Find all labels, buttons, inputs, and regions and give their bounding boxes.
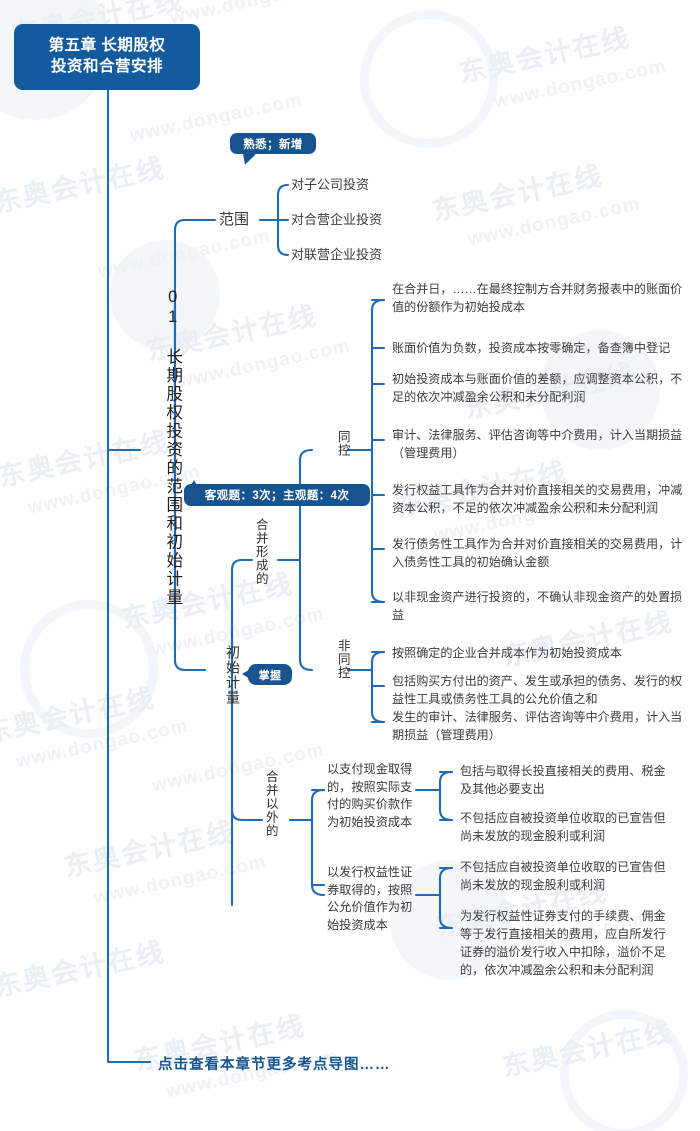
leaf-common-control-5[interactable]: 发行债务性工具作为合并对价直接相关的交易费用，计入债务性工具的初始确认金额 <box>392 537 683 569</box>
node-initial-measure[interactable]: 初始计量 <box>225 645 241 705</box>
group-non-merger[interactable]: 合并以外的 <box>263 770 278 838</box>
badge-exam-stats[interactable]: 客观题：3次；主观题：4次 <box>184 484 370 506</box>
leaf-common-control-3[interactable]: 审计、法律服务、评估咨询等中介费用，计入当期损益（管理费用） <box>392 428 683 460</box>
leaf-scope-2[interactable]: 对联营企业投资 <box>291 247 383 262</box>
badge-master[interactable]: 掌握 <box>248 664 292 685</box>
subgroup-equity-issued[interactable]: 以发行权益性证券取得的，按照公允价值作为初始投资成本 <box>327 865 413 933</box>
leaf-non-common-control-1[interactable]: 包括购买方付出的资产、发生或承担的债务、发行的权益性工具或债务性工具的公允价值之… <box>392 674 683 706</box>
subgroup-non-common-control[interactable]: 非同控 <box>335 639 350 680</box>
subgroup-cash-acquired[interactable]: 以支付现金取得的，按照实际支付的购买价款作为初始投资成本 <box>327 762 413 830</box>
leaf-common-control-0[interactable]: 在合并日，……在最终控制方合并财务报表中的账面价值的份额作为初始投成本 <box>392 282 683 314</box>
badge-exam-stats-tail <box>188 480 200 491</box>
chapter-title-text: 第五章 长期股权 投资和合营安排 <box>48 37 166 75</box>
leaf-scope-0[interactable]: 对子公司投资 <box>291 177 370 192</box>
group-merger-formed[interactable]: 合并形成的 <box>253 518 268 586</box>
chapter-title-node[interactable]: 第五章 长期股权 投资和合营安排 <box>14 24 200 90</box>
footer-link[interactable]: 点击查看本章节更多考点导图…… <box>158 1057 391 1073</box>
subgroup-common-control[interactable]: 同控 <box>335 430 350 457</box>
node-scope[interactable]: 范围 <box>219 211 250 228</box>
leaf-common-control-6[interactable]: 以非现金资产进行投资的，不确认非现金资产的处置损益 <box>392 590 683 622</box>
badge-scope[interactable]: 熟悉；新增 <box>230 133 316 154</box>
main-branch-label[interactable]: 01 长期股权投资的范围和初始计量 <box>163 288 182 607</box>
leaf-cash-acquired-1[interactable]: 不包括应自被投资单位收取的已宣告但尚未发放的现金股利或利润 <box>460 811 666 843</box>
leaf-cash-acquired-0[interactable]: 包括与取得长投直接相关的费用、税金及其他必要支出 <box>460 764 666 796</box>
badge-master-tail <box>242 668 252 680</box>
leaf-non-common-control-0[interactable]: 按照确定的企业合并成本作为初始投资成本 <box>392 646 622 660</box>
leaf-common-control-1[interactable]: 账面价值为负数，投资成本按零确定，备查簿中登记 <box>392 341 671 355</box>
leaf-common-control-4[interactable]: 发行权益工具作为合并对价直接相关的交易费用，冲减资本公积，不足的依次冲减盈余公积… <box>392 483 683 515</box>
leaf-non-common-control-2[interactable]: 发生的审计、法律服务、评估咨询等中介费用，计入当期损益（管理费用） <box>392 710 683 742</box>
leaf-common-control-2[interactable]: 初始投资成本与账面价值的差额，应调整资本公积，不足的依次冲减盈余公积和未分配利润 <box>392 372 683 404</box>
leaf-equity-issued-0[interactable]: 不包括应自被投资单位收取的已宣告但尚未发放的现金股利或利润 <box>460 860 666 892</box>
leaf-equity-issued-1[interactable]: 为发行权益性证券支付的手续费、佣金等于发行直接相关的费用，应自所发行证券的溢价发… <box>460 909 666 977</box>
leaf-scope-1[interactable]: 对合营企业投资 <box>291 212 383 227</box>
